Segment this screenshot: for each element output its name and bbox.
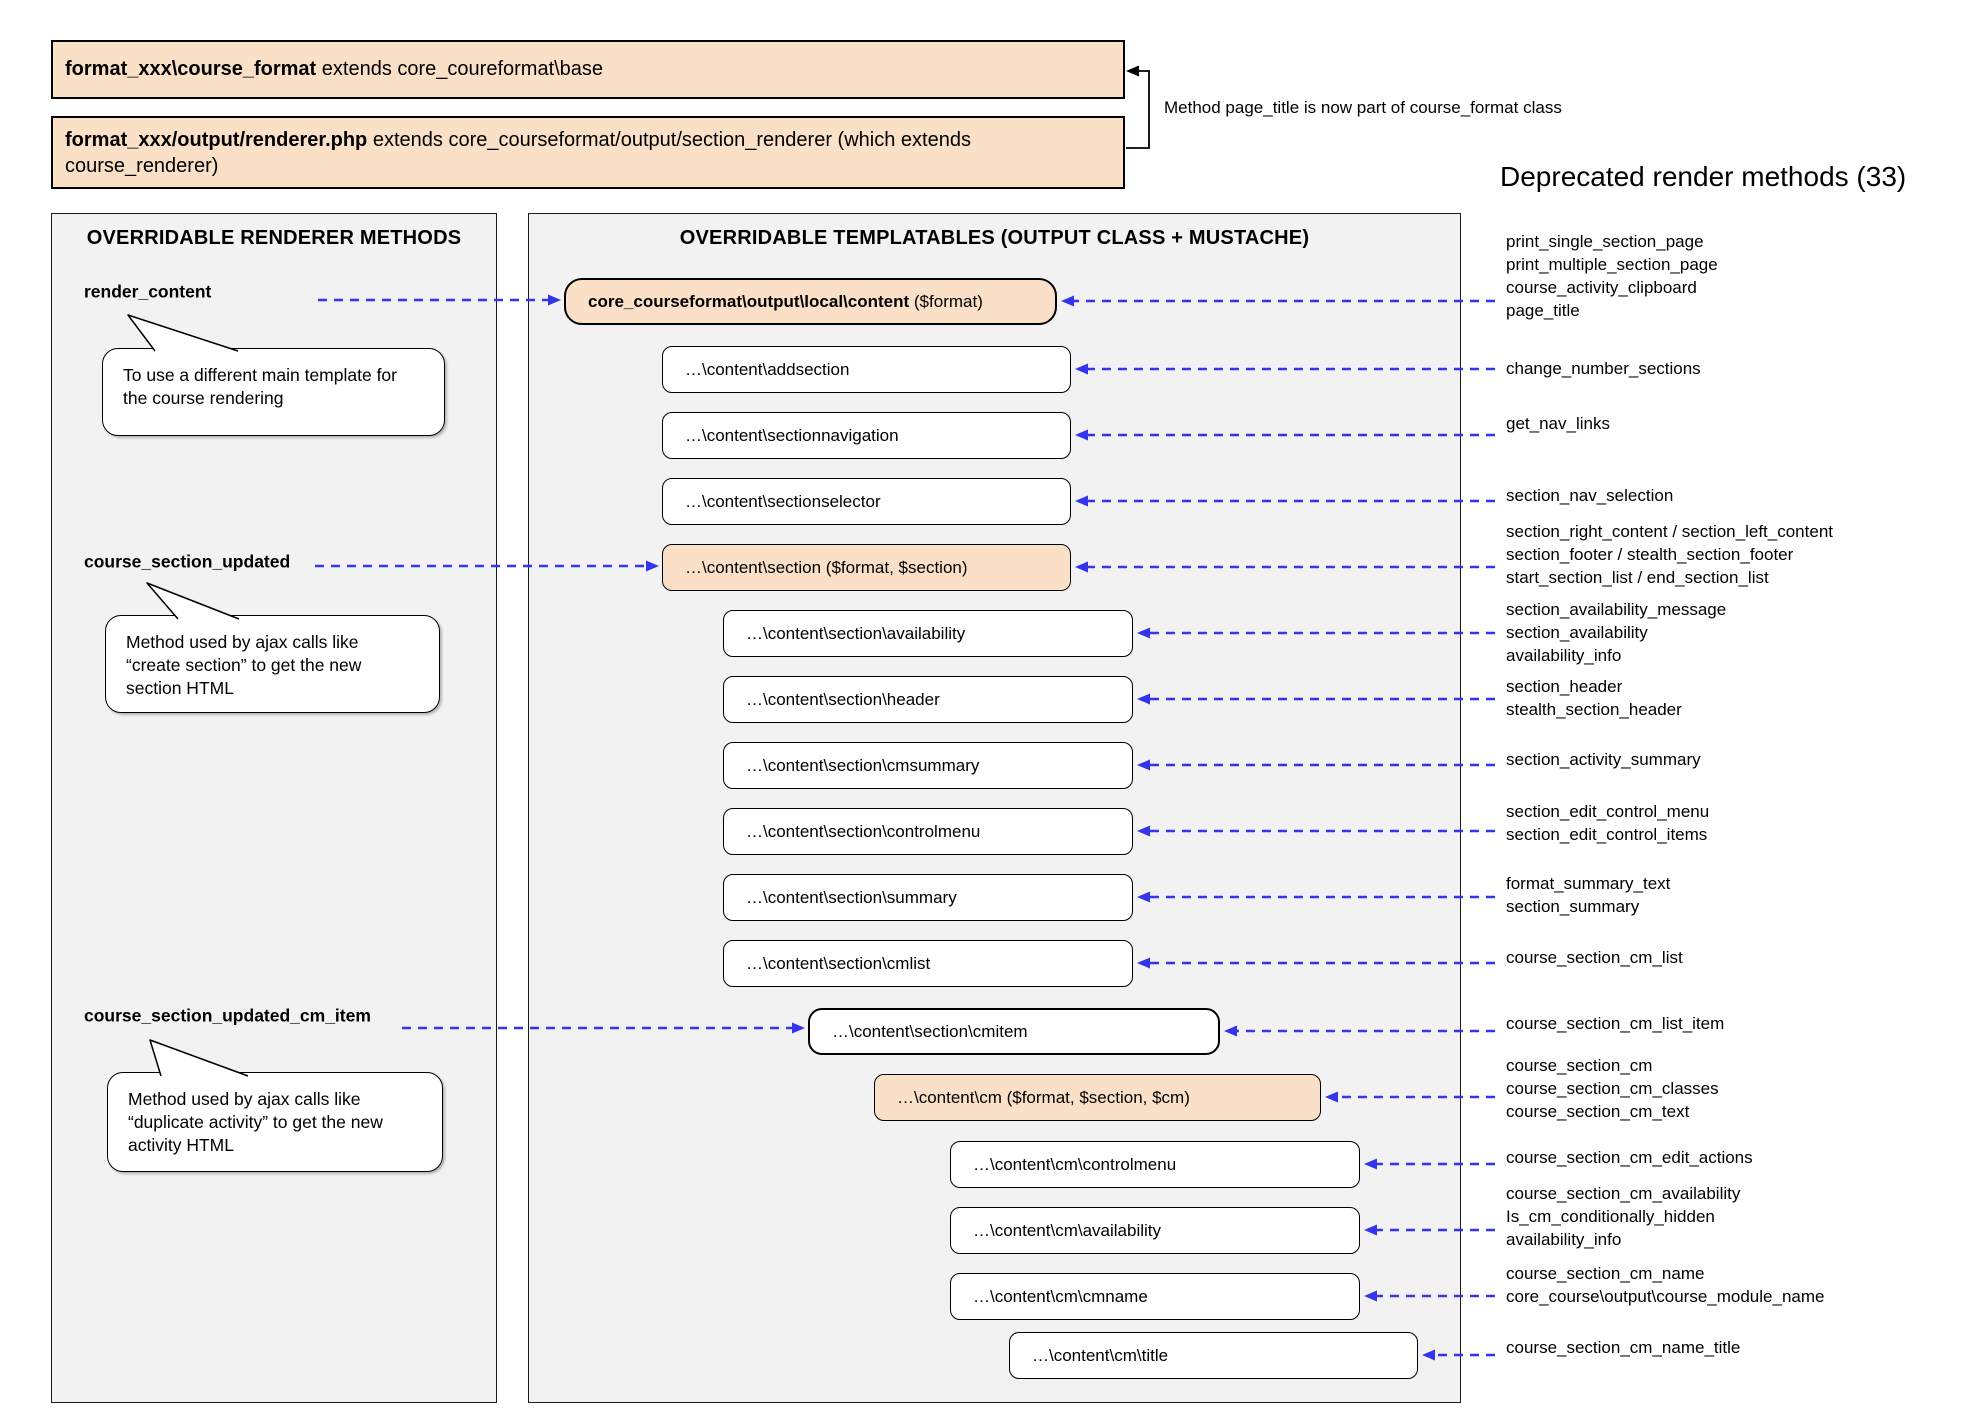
callout-render-content: To use a different main template for the… [102, 348, 445, 436]
class-name: format_xxx\course_format [65, 58, 317, 80]
callout-line: To use a different main template for [123, 365, 397, 385]
callout-line: section HTML [126, 678, 234, 698]
box-label: …\content\section\summary [746, 887, 957, 907]
deprecated-method: course_section_cm [1506, 1056, 1653, 1075]
templatable-box-section-header: …\content\section\header [723, 676, 1133, 723]
box-label: …\content\cm [897, 1087, 1002, 1107]
box-label: …\content\section\cmsummary [746, 755, 980, 775]
deprecated-method: section_availability_message [1506, 600, 1727, 619]
deprecated-method: core_course\output\course_module_name [1506, 1287, 1825, 1306]
templatable-box-section: …\content\section ($format, $section) [662, 544, 1071, 591]
templatable-box-section-cmlist: …\content\section\cmlist [723, 940, 1133, 987]
deprecated-method: section_edit_control_items [1506, 825, 1708, 844]
templatable-box-sectionnavigation: …\content\sectionnavigation [662, 412, 1071, 459]
box-params: ($format, $section, $cm) [1001, 1087, 1190, 1107]
callout-line: activity HTML [128, 1135, 234, 1155]
deprecated-method: page_title [1506, 301, 1580, 320]
box-label: …\content\section\availability [746, 623, 966, 643]
callout-course-section-updated-cm-item: Method used by ajax calls like “duplicat… [107, 1072, 443, 1172]
callout-course-section-updated: Method used by ajax calls like “create s… [105, 615, 440, 713]
templatable-box-cm-title: …\content\cm\title [1009, 1332, 1418, 1379]
deprecated-method: print_single_section_page [1506, 232, 1704, 251]
renderer-file: format_xxx/output/renderer.php [65, 129, 368, 151]
deprecated-method: Is_cm_conditionally_hidden [1506, 1207, 1715, 1226]
box-label: …\content\section\header [746, 689, 940, 709]
box-params: ($format) [909, 291, 983, 311]
templatable-box-section-availability: …\content\section\availability [723, 610, 1133, 657]
deprecated-method: stealth_section_header [1506, 700, 1682, 719]
templatable-box-section-cmitem: …\content\section\cmitem [808, 1008, 1220, 1055]
deprecated-method: section_right_content / section_left_con… [1506, 522, 1833, 541]
deprecated-method: course_activity_clipboard [1506, 278, 1697, 297]
callout-line: Method used by ajax calls like [128, 1089, 361, 1109]
deprecated-method: course_section_cm_list [1506, 948, 1683, 967]
deprecated-methods-title: Deprecated render methods (33) [1500, 161, 1907, 192]
deprecated-method: section_footer / stealth_section_footer [1506, 545, 1794, 564]
deprecated-method: get_nav_links [1506, 414, 1610, 433]
templatable-box-cm-availability: …\content\cm\availability [950, 1207, 1360, 1254]
renderer-methods-panel-title: OVERRIDABLE RENDERER METHODS [86, 227, 462, 249]
deprecated-method: start_section_list / end_section_list [1506, 568, 1769, 587]
box-label: …\content\addsection [685, 359, 850, 379]
box-label: …\content\cm\cmname [973, 1286, 1148, 1306]
box-label: …\content\cm\availability [973, 1220, 1162, 1240]
deprecated-method: course_section_cm_name_title [1506, 1338, 1741, 1357]
renderer-extends: extends core_courseformat/output/section… [65, 129, 971, 177]
callout-line: Method used by ajax calls like [126, 632, 359, 652]
box-label: core_courseformat\output\local\content [588, 291, 910, 311]
templatable-box-cm-controlmenu: …\content\cm\controlmenu [950, 1141, 1360, 1188]
deprecated-method: course_section_cm_text [1506, 1102, 1690, 1121]
course-format-class-box: format_xxx\course_format extends core_co… [51, 40, 1125, 99]
deprecated-method: format_summary_text [1506, 874, 1671, 893]
deprecated-method: section_availability [1506, 623, 1648, 642]
box-label: …\content\sectionnavigation [685, 425, 899, 445]
box-label: …\content\cm\title [1032, 1345, 1169, 1365]
box-label: …\content\section\cmitem [832, 1021, 1028, 1041]
box-label: …\content\section [685, 557, 822, 577]
deprecated-method: section_nav_selection [1506, 486, 1674, 505]
deprecated-method: course_section_cm_name [1506, 1264, 1705, 1283]
method-course-section-updated: course_section_updated [84, 551, 291, 572]
callout-line: “duplicate activity” to get the new [128, 1112, 383, 1132]
templatable-box-sectionselector: …\content\sectionselector [662, 478, 1071, 525]
deprecated-method: change_number_sections [1506, 359, 1701, 378]
templatable-box-cm: …\content\cm ($format, $section, $cm) [874, 1074, 1321, 1121]
callout-line: “create section” to get the new [126, 655, 362, 675]
method-course-section-updated-cm-item: course_section_updated_cm_item [84, 1005, 371, 1026]
callout-line: the course rendering [123, 388, 284, 408]
deprecated-method: course_section_cm_classes [1506, 1079, 1719, 1098]
deprecated-method: section_activity_summary [1506, 750, 1701, 769]
deprecated-method: course_section_cm_availability [1506, 1184, 1741, 1203]
box-params: ($format, $section) [821, 557, 968, 577]
bracket-arrowhead-icon [1126, 65, 1139, 77]
deprecated-method: section_header [1506, 677, 1623, 696]
deprecated-method: section_summary [1506, 897, 1640, 916]
box-label: …\content\sectionselector [685, 491, 881, 511]
templatables-panel-title: OVERRIDABLE TEMPLATABLES (OUTPUT CLASS +… [679, 227, 1310, 249]
box-label: …\content\cm\controlmenu [973, 1154, 1177, 1174]
deprecated-method: course_section_cm_edit_actions [1506, 1148, 1753, 1167]
deprecated-method: section_edit_control_menu [1506, 802, 1710, 821]
templatable-box-content: core_courseformat\output\local\content (… [564, 278, 1057, 325]
box-label: …\content\section\cmlist [746, 953, 931, 973]
box-label: …\content\section\controlmenu [746, 821, 981, 841]
page-title-note: Method page_title is now part of course_… [1164, 98, 1562, 117]
templatable-box-section-summary: …\content\section\summary [723, 874, 1133, 921]
deprecated-method: print_multiple_section_page [1506, 255, 1718, 274]
templatable-box-section-controlmenu: …\content\section\controlmenu [723, 808, 1133, 855]
method-render-content: render_content [84, 281, 212, 302]
deprecated-method: course_section_cm_list_item [1506, 1014, 1725, 1033]
class-extends: extends core_coureformat\base [316, 58, 604, 80]
bracket-connector [1126, 65, 1150, 149]
renderer-class-box: format_xxx/output/renderer.php extends c… [51, 116, 1125, 189]
templatable-box-section-cmsummary: …\content\section\cmsummary [723, 742, 1133, 789]
templatable-box-cm-cmname: …\content\cm\cmname [950, 1273, 1360, 1320]
templatable-box-addsection: …\content\addsection [662, 346, 1071, 393]
deprecated-method: availability_info [1506, 646, 1622, 665]
deprecated-method: availability_info [1506, 1230, 1622, 1249]
